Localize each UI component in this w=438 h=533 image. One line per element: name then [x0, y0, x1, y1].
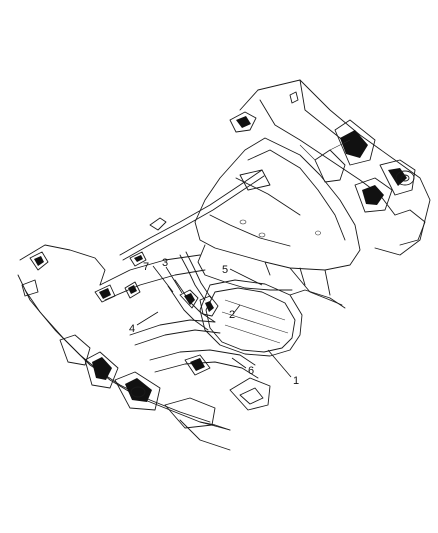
fuel-filler-tube [167, 251, 219, 331]
callout-7: 7 [143, 261, 149, 273]
fuel-lines [94, 169, 265, 303]
fuel-tank [194, 137, 361, 301]
fuel-tank-shield [199, 261, 346, 357]
callout-6: 6 [248, 365, 254, 377]
callout-4: 4 [129, 323, 135, 335]
callout-1: 1 [293, 375, 299, 387]
crossmember [99, 254, 271, 411]
callout-2: 2 [229, 309, 235, 321]
callout-5: 5 [222, 264, 228, 276]
callout-3: 3 [162, 257, 168, 269]
left-frame-rail [17, 244, 231, 451]
leader-lines [136, 265, 292, 378]
rear-frame-structure [229, 79, 431, 256]
